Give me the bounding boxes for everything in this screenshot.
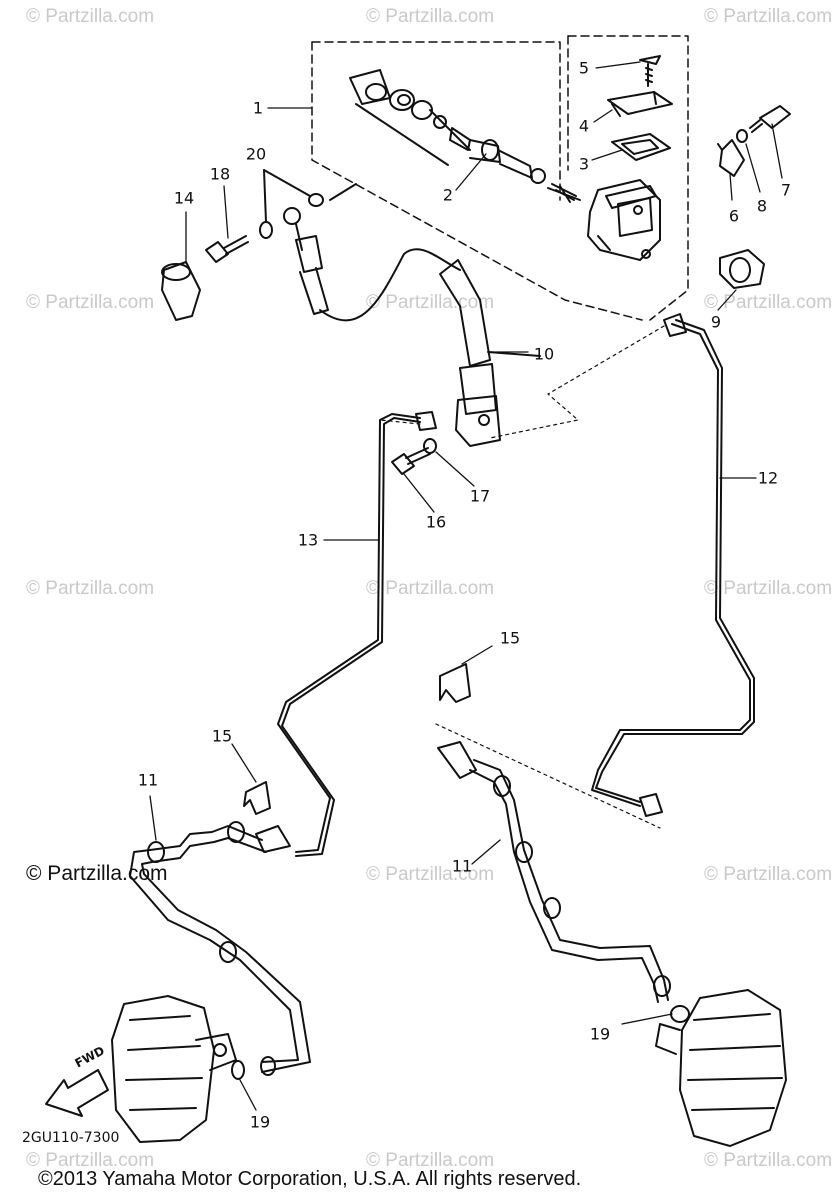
piston-assembly: [349, 69, 581, 203]
brake-hose-right: [437, 741, 671, 1003]
callout-18: 18: [209, 164, 231, 184]
callout-14: 14: [173, 188, 195, 208]
watermark: © Partzilla.com: [26, 1150, 155, 1171]
reservoir-cap-parts: [607, 55, 673, 161]
watermark: © Partzilla.com: [26, 292, 155, 313]
callout-17: 17: [469, 486, 491, 506]
callout-11-right: 11: [451, 856, 473, 876]
watermark: © Partzilla.com: [704, 1150, 832, 1171]
watermark: © Partzilla.com: [704, 292, 832, 313]
drawing-code: 2GU110-7300: [22, 1130, 120, 1146]
master-cylinder-kit-outline: [311, 41, 643, 321]
watermark: © Partzilla.com: [366, 578, 495, 599]
leader-lines: [149, 61, 783, 1111]
callout-16: 16: [425, 512, 447, 532]
callout-10: 10: [533, 344, 555, 364]
fwd-arrow: [45, 1069, 109, 1117]
master-cylinder-body: [587, 179, 661, 261]
callout-20: 20: [245, 144, 267, 164]
watermark: © Partzilla.com: [366, 864, 495, 885]
watermark: © Partzilla.com: [26, 578, 155, 599]
brake-hose-left: [129, 821, 311, 1076]
callout-13: 13: [297, 530, 319, 550]
callout-6: 6: [728, 206, 740, 226]
partzilla-mark: © Partzilla.com: [26, 862, 168, 885]
callout-1: 1: [252, 98, 264, 118]
washer-19-left: [231, 1060, 245, 1080]
watermark: © Partzilla.com: [704, 864, 832, 885]
callout-4: 4: [578, 116, 590, 136]
watermark: © Partzilla.com: [366, 6, 495, 27]
joint-hose: [439, 259, 541, 447]
callout-8: 8: [756, 196, 768, 216]
copyright-notice: ©2013 Yamaha Motor Corporation, U.S.A. A…: [38, 1168, 582, 1190]
callout-11-left: 11: [137, 770, 159, 790]
watermark: © Partzilla.com: [26, 6, 155, 27]
callout-3: 3: [578, 154, 590, 174]
callout-15-right: 15: [499, 628, 521, 648]
watermark: © Partzilla.com: [366, 1150, 495, 1171]
callout-19-left: 19: [249, 1112, 271, 1132]
callout-7: 7: [780, 180, 792, 200]
boot: [719, 249, 765, 289]
callout-12: 12: [757, 468, 779, 488]
brake-pipe-12: [591, 313, 755, 817]
callout-5: 5: [578, 58, 590, 78]
watermark: © Partzilla.com: [704, 578, 832, 599]
watermark: © Partzilla.com: [704, 6, 832, 27]
caliper-left: [111, 995, 237, 1143]
reservoir-outline: [567, 35, 689, 321]
callout-19-right: 19: [589, 1024, 611, 1044]
master-hose: [283, 183, 461, 322]
watermark: © Partzilla.com: [366, 292, 495, 313]
washer-19-right: [670, 1005, 690, 1023]
callout-15-left: 15: [211, 726, 233, 746]
reference-lines: [379, 325, 665, 829]
callout-9: 9: [710, 312, 722, 332]
clip-15: [243, 663, 471, 815]
caliper-right: [655, 989, 787, 1147]
clip-washer-bolt: [717, 105, 791, 177]
callout-2: 2: [442, 185, 454, 205]
joint-bolt-washer: [391, 438, 437, 475]
brake-pipe-13: [277, 411, 437, 857]
